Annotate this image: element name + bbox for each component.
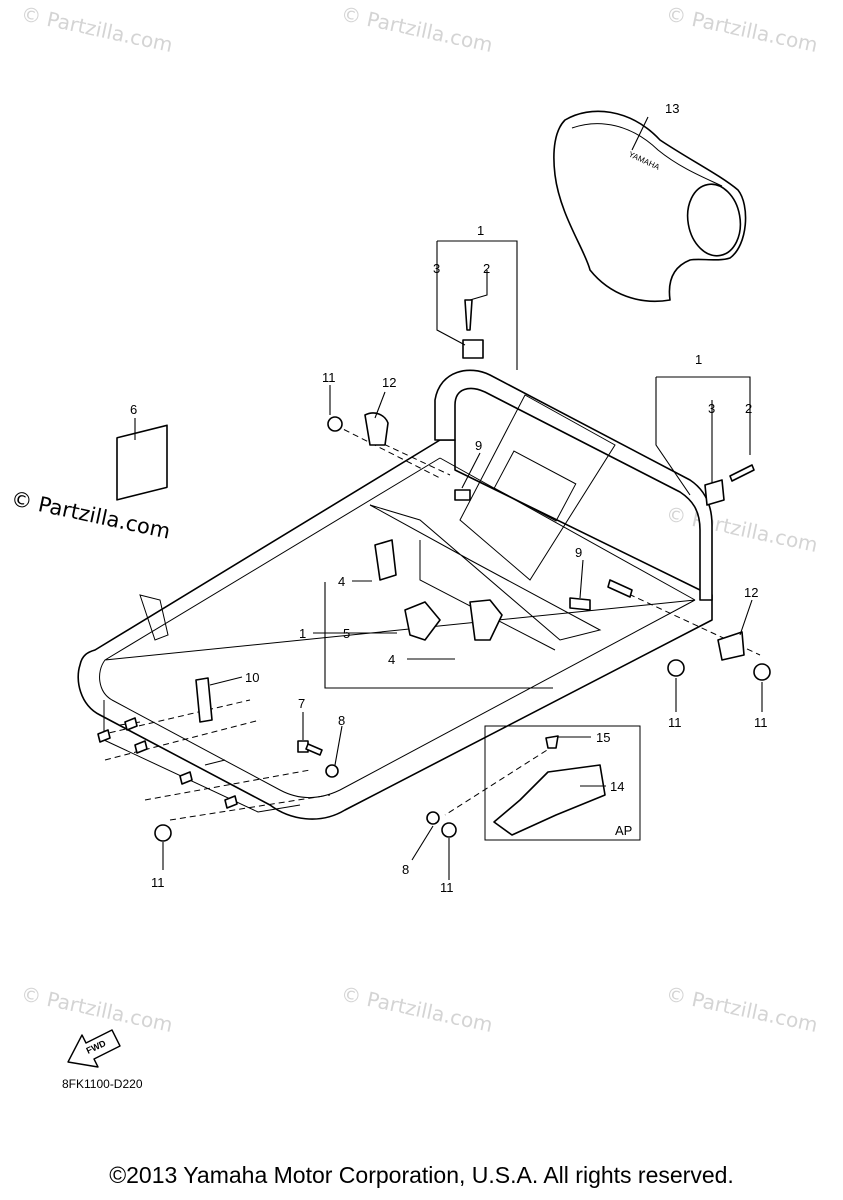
leader-lines <box>134 116 763 880</box>
watermark: © Partzilla.com <box>339 981 495 1037</box>
callout-1: 1 <box>695 352 702 367</box>
callout-9: 9 <box>475 438 482 453</box>
callout-13: 13 <box>665 101 679 116</box>
handle-pad-part: YAMAHA <box>553 110 747 302</box>
callouts: 1 3 2 13 1 3 2 11 12 6 9 9 12 4 1 5 4 10… <box>130 101 768 895</box>
inset-label: AP <box>615 823 632 838</box>
callout-9: 9 <box>575 545 582 560</box>
callout-8: 8 <box>338 713 345 728</box>
callout-12: 12 <box>382 375 396 390</box>
callout-10: 10 <box>245 670 259 685</box>
callout-3: 3 <box>708 401 715 416</box>
callout-1: 1 <box>477 223 484 238</box>
callout-12: 12 <box>744 585 758 600</box>
callout-4: 4 <box>338 574 345 589</box>
callout-7: 7 <box>298 696 305 711</box>
watermark: © Partzilla.com <box>339 1 495 57</box>
watermark: © Partzilla.com <box>664 501 820 557</box>
watermark: © Partzilla.com <box>19 1 175 57</box>
callout-11: 11 <box>151 875 165 890</box>
callout-4: 4 <box>388 652 395 667</box>
frame-part <box>77 369 713 820</box>
callout-11: 11 <box>668 715 682 730</box>
watermark-main: © Partzilla.com <box>9 486 173 543</box>
diagram-code: 8FK1100-D220 <box>62 1077 143 1091</box>
callout-2: 2 <box>745 401 752 416</box>
watermark: © Partzilla.com <box>664 1 820 57</box>
copyright-notice: ©2013 Yamaha Motor Corporation, U.S.A. A… <box>109 1162 734 1188</box>
callout-14: 14 <box>610 779 624 794</box>
callout-15: 15 <box>596 730 610 745</box>
callout-11: 11 <box>754 715 768 730</box>
callout-5: 5 <box>343 626 350 641</box>
watermark: © Partzilla.com <box>664 981 820 1037</box>
callout-1: 1 <box>299 626 306 641</box>
callout-11: 11 <box>322 370 336 385</box>
callout-11: 11 <box>440 880 454 895</box>
callout-6: 6 <box>130 402 137 417</box>
fasteners <box>97 299 771 842</box>
fwd-arrow-icon: FWD <box>67 1029 121 1068</box>
inset-box: AP <box>484 725 641 841</box>
callout-2: 2 <box>483 261 490 276</box>
callout-8: 8 <box>402 862 409 877</box>
callout-3: 3 <box>433 261 440 276</box>
watermark: © Partzilla.com <box>19 981 175 1037</box>
